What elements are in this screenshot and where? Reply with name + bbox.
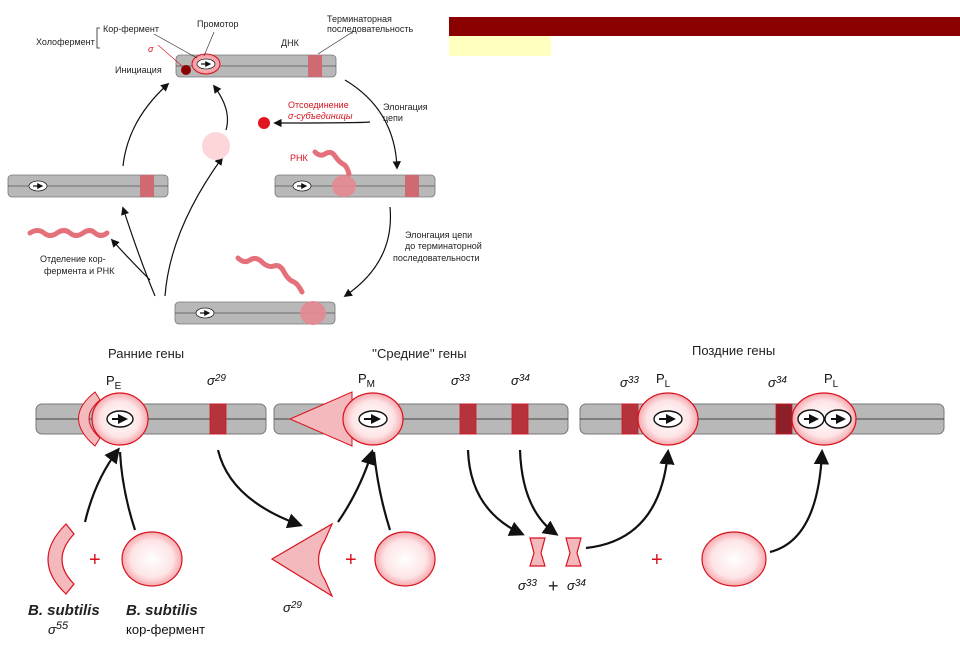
bsub1-sigma-label: σ55	[48, 620, 69, 637]
middle-genes-title: ''Средние'' гены	[372, 346, 467, 361]
core-enzyme-free-3	[701, 531, 767, 587]
sigma55-free	[47, 523, 75, 595]
bsub2-label: B. subtilis	[126, 602, 198, 619]
release-label-1: Отделение кор-	[40, 254, 106, 264]
promoter-label: Промотор	[197, 19, 239, 29]
elongation-label-2: цепи	[383, 113, 403, 123]
plus-2: +	[345, 549, 357, 571]
rna-strand	[235, 255, 305, 295]
sigma33-bound-late	[621, 403, 639, 435]
header-bar	[449, 17, 960, 36]
plus-1: +	[89, 549, 101, 571]
holoenzyme-label: Холофермент	[36, 37, 95, 47]
terminator-label-2: последовательность	[327, 24, 413, 34]
sigma29-free	[270, 522, 334, 598]
elongation-term-label-1: Элонгация цепи	[405, 230, 472, 240]
core-enzyme-label: Кор-фермент	[103, 24, 159, 34]
rna-label: РНК	[290, 153, 309, 163]
early-genes-title: Ранние гены	[108, 346, 184, 361]
sigma33-free	[529, 537, 546, 567]
free-core-enzyme	[202, 132, 230, 160]
holoenzyme-bracket	[96, 27, 100, 49]
plus-black: +	[548, 576, 559, 596]
sigma34-free	[565, 537, 582, 567]
dna-initiation	[175, 53, 337, 78]
sigma34-bound-late	[775, 403, 793, 435]
dna-label: ДНК	[281, 38, 300, 48]
s33-late-label: σ33	[620, 375, 639, 390]
sigma34-gene-band	[511, 403, 529, 435]
pm-label: PM	[358, 371, 375, 390]
sigma29-gene-band	[209, 403, 227, 435]
pl-label-1: PL	[656, 371, 671, 390]
plus-3: +	[651, 549, 663, 571]
released-rna	[27, 228, 110, 238]
rna-strand	[312, 149, 352, 177]
terminator-band	[308, 55, 322, 77]
sigma33-gene-band	[459, 403, 477, 435]
s34-gene-label: σ34	[511, 373, 530, 388]
release-label-2: фермента и РНК	[44, 266, 115, 276]
sigma-subunit-icon	[181, 65, 191, 75]
dna-termination	[174, 255, 336, 325]
pe-label: PE	[106, 373, 122, 392]
released-sigma-icon	[258, 117, 270, 129]
bsub2-core-label: кор-фермент	[126, 622, 205, 637]
late-genes-title: Поздние гены	[692, 343, 775, 358]
sigma-release-label-1: Отсоединение	[288, 100, 349, 110]
phage-dna-1	[35, 403, 267, 435]
elongation-term-label-3: последовательности	[393, 253, 479, 263]
elongation-label-1: Элонгация	[383, 102, 428, 112]
s29-free-label: σ29	[283, 600, 302, 615]
sigma-label: σ	[148, 44, 154, 54]
pl-label-2: PL	[824, 371, 839, 390]
terminator-label-1: Терминаторная	[327, 14, 392, 24]
core-enzyme-free-2	[374, 531, 436, 587]
s33-free-label: σ33	[518, 578, 537, 593]
header-highlight	[449, 36, 551, 56]
core-enzyme-free-1	[121, 531, 183, 587]
dna-free	[7, 174, 169, 198]
sigma55-bound	[78, 391, 101, 447]
s29-gene-label: σ29	[207, 373, 226, 388]
initiation-label: Инициация	[115, 65, 162, 75]
bsub1-label: B. subtilis	[28, 602, 100, 619]
elongation-term-label-2: до терминаторной	[405, 241, 482, 251]
sigma-release-label-2: σ-субъединицы	[288, 111, 353, 121]
s34-free-label: σ34	[567, 578, 586, 593]
s33-gene-label: σ33	[451, 373, 470, 388]
s34-late-label: σ34	[768, 375, 787, 390]
dna-elongation	[274, 149, 436, 198]
